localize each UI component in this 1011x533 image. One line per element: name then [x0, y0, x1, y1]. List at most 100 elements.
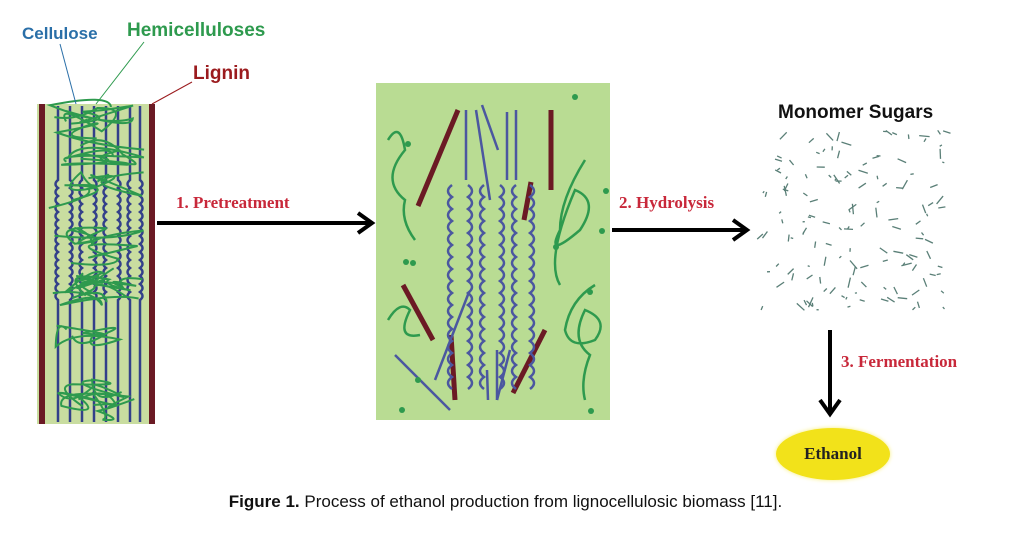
sugar-fragment [804, 174, 808, 179]
sugar-fragment [924, 238, 934, 244]
hemicellulose-strand [63, 146, 145, 163]
cellulose-strand-wavy [497, 184, 506, 390]
intact-biomass-panel [37, 98, 155, 424]
pretreatment-arrow [157, 211, 376, 235]
sugar-fragment [879, 247, 888, 254]
sugar-fragment [790, 237, 794, 240]
sugar-fragment [852, 266, 857, 276]
sugar-fragment [847, 305, 851, 308]
sugar-fragment [910, 173, 914, 176]
sugar-fragment [762, 190, 765, 194]
sugar-fragment [847, 226, 850, 230]
lignin-pointer [151, 81, 193, 105]
hemicelluloses-label: Hemicelluloses [127, 20, 266, 41]
cellulose-fiber [138, 106, 144, 422]
sugar-fragment [829, 286, 836, 295]
sugar-fragment [825, 242, 832, 246]
sugar-fragment [929, 183, 938, 189]
sugar-fragment [905, 254, 914, 261]
sugar-fragment [907, 134, 910, 140]
sugar-fragment [858, 182, 867, 189]
sugar-fragment [882, 182, 888, 187]
sugar-fragment [836, 131, 841, 142]
sugar-fragment [876, 200, 880, 204]
hemicellulose-strand [74, 275, 131, 297]
sugar-fragment [796, 302, 805, 311]
sugar-fragment [926, 213, 929, 217]
figure-caption: Figure 1. Process of ethanol production … [0, 492, 1011, 512]
sugar-fragment [778, 211, 782, 214]
sugar-fragment [836, 150, 841, 159]
caption-label: Figure 1. [228, 492, 300, 511]
hemicellulose-fragment [563, 283, 602, 401]
lignin-wall-right [149, 104, 155, 424]
sugar-fragment [815, 151, 820, 155]
cellulose-fiber [54, 106, 60, 422]
sugar-fragment [775, 263, 780, 267]
sugar-fragment [760, 305, 764, 311]
sugar-fragment [938, 206, 946, 209]
sugar-fragment [921, 204, 927, 214]
hydrolysis-arrow [612, 218, 751, 242]
sugar-fragment [761, 231, 768, 239]
hemicellulose-pointer [95, 41, 145, 105]
lignin-wall-left [39, 104, 45, 424]
cellulose-pointer [59, 43, 77, 105]
hemicellulose-strand [65, 226, 107, 245]
sugar-fragment [802, 227, 808, 235]
sugar-fragment [819, 276, 822, 284]
sugar-fragment [897, 158, 907, 164]
sugar-fragment [892, 225, 902, 230]
sugar-fragment [838, 227, 842, 231]
lignin-label: Lignin [193, 63, 250, 84]
sugar-fragment [764, 191, 768, 197]
sugar-fragment [875, 207, 878, 218]
sugar-fragment [942, 161, 945, 164]
hemicellulose-strand [57, 391, 118, 408]
sugar-fragment [848, 209, 851, 213]
sugar-fragment [822, 148, 826, 153]
sugar-fragment [851, 203, 855, 215]
sugar-fragment [774, 158, 783, 162]
sugar-fragment [781, 219, 784, 224]
sugar-fragment [939, 144, 943, 147]
fermentation-arrow [818, 330, 842, 418]
sugar-dot [410, 260, 416, 266]
sugar-fragment [901, 179, 908, 190]
sugar-fragment [922, 277, 928, 287]
sugar-fragment [936, 273, 941, 276]
cellulose-strand [474, 109, 492, 201]
sugar-dot [403, 259, 409, 265]
sugar-fragment [923, 138, 927, 143]
sugar-fragment [841, 141, 852, 146]
sugar-fragment [808, 137, 815, 144]
sugar-fragment [785, 176, 788, 180]
cellulose-strand-wavy [510, 184, 519, 390]
hemicellulose-strand [79, 139, 137, 166]
sugar-fragment [860, 281, 867, 288]
cellulose-strand-wavy [478, 184, 487, 390]
sugar-fragment [916, 301, 921, 309]
sugar-fragment [846, 170, 852, 176]
sugar-fragment [896, 186, 903, 189]
sugar-fragment [789, 159, 795, 166]
lignin-fragment [400, 283, 436, 342]
sugar-fragment [776, 155, 782, 159]
sugar-fragment [807, 297, 814, 308]
cellulose-strand [480, 104, 500, 151]
sugar-fragment [811, 302, 814, 307]
cellulose-strand [394, 354, 451, 411]
hemicellulose-strand [54, 106, 117, 133]
hemicellulose-tangle [46, 98, 145, 421]
sugar-fragment [843, 228, 854, 231]
cellulose-strand-wavy [527, 184, 536, 390]
cellulose-strand [433, 291, 471, 381]
sugar-fragment [901, 262, 912, 267]
hemicellulose-strand [61, 152, 131, 166]
sugar-fragment [776, 281, 785, 288]
sugar-fragment [897, 297, 908, 300]
ethanol-node: Ethanol [776, 428, 890, 480]
sugar-fragment [937, 129, 941, 135]
sugar-fragment [862, 162, 868, 166]
